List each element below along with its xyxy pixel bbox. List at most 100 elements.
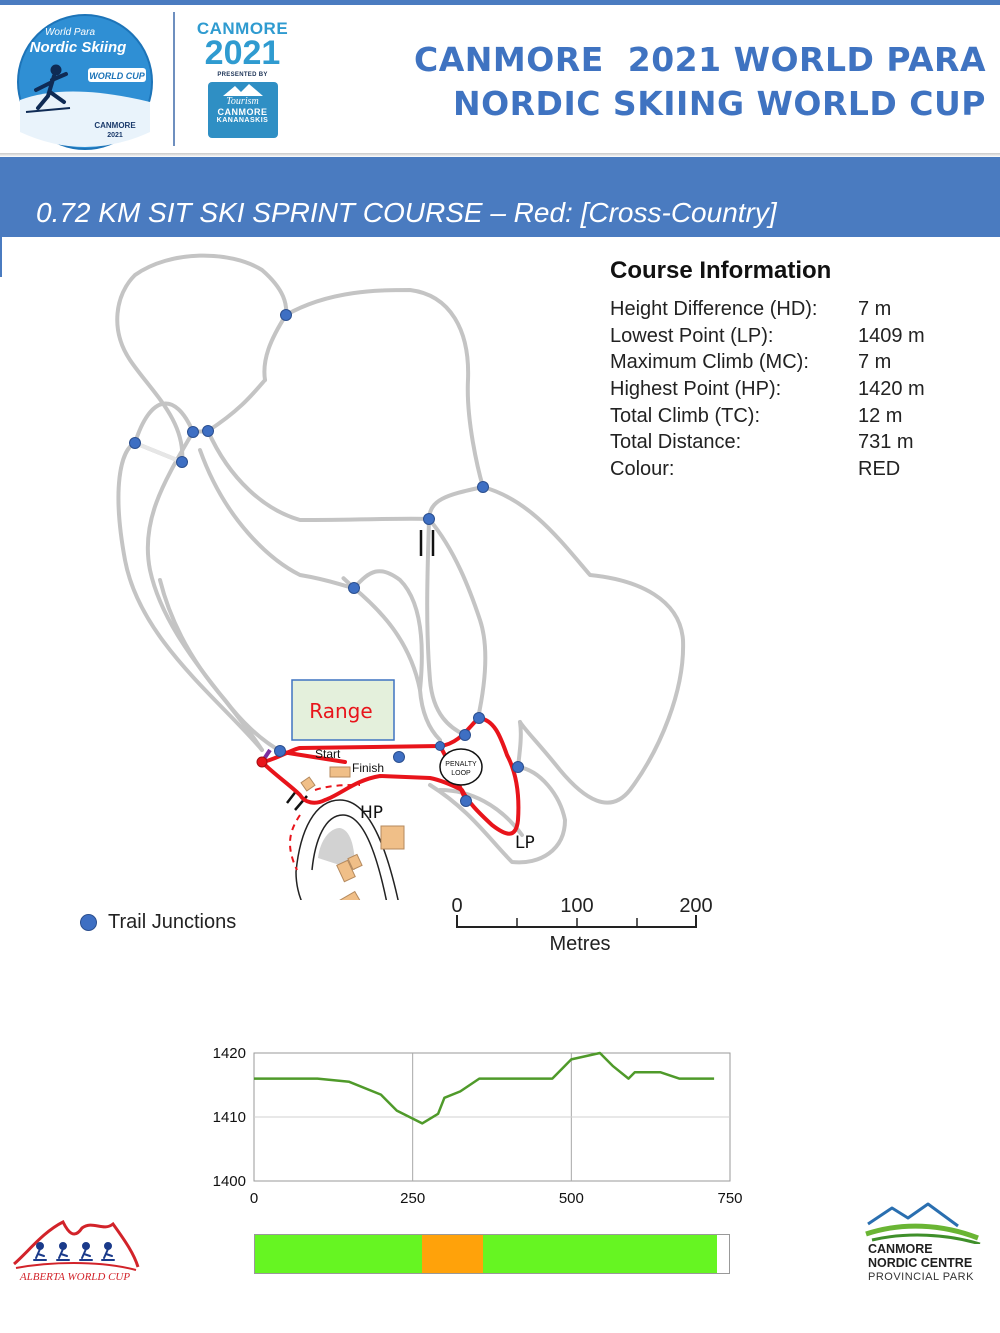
trail-segment: [427, 485, 485, 521]
scale-bar: 0 100 200 Metres: [440, 895, 720, 965]
info-label: Colour:: [610, 458, 675, 481]
page-title-line2: NORDIC SKIING WORLD CUP: [452, 84, 986, 123]
range-box: [291, 679, 395, 741]
grade-bar: [254, 1234, 730, 1274]
skier-icon: [25, 64, 71, 113]
x-tick-label: 250: [400, 1190, 425, 1207]
junction-dot: [477, 481, 489, 493]
road-outline: [295, 799, 399, 900]
low-point-label: LP: [515, 833, 535, 853]
trail-segment: [516, 720, 523, 769]
trail-segment: [115, 253, 289, 464]
mountain-icon: [865, 1202, 981, 1244]
cnc-line3: PROVINCIAL PARK: [868, 1271, 974, 1283]
building: [380, 825, 405, 850]
scale-unit: Metres: [549, 933, 611, 955]
legend-label: Trail Junctions: [108, 911, 237, 933]
grade-segment: [482, 1235, 717, 1273]
stadium-area: [295, 766, 405, 900]
road-outline: [311, 814, 388, 900]
junction-dot: [129, 437, 141, 449]
y-tick-label: 1410: [213, 1109, 246, 1126]
alberta-logo-text: ALBERTA WORLD CUP: [19, 1271, 130, 1282]
course-information: Course Information Height Difference (HD…: [610, 256, 990, 483]
info-value: 7 m: [858, 298, 892, 320]
trail-junctions: [129, 309, 524, 807]
scale-tick-label: 200: [679, 895, 713, 917]
left-edge-rule: [0, 237, 2, 277]
tourism-line1: Tourism: [226, 96, 259, 107]
alberta-world-cup-logo: ALBERTA WORLD CUP: [13, 1219, 140, 1282]
info-row-height-difference: Height Difference (HD): 7 m: [610, 296, 990, 323]
header-shadow: [0, 153, 1000, 157]
x-tick-label: 500: [559, 1190, 584, 1207]
course-map: Range PENALTY LOOP Start Finish HP LP: [115, 253, 686, 900]
elevation-series-line: [254, 1051, 715, 1125]
penalty-loop: [439, 748, 483, 786]
y-tick-label: 1400: [213, 1173, 246, 1190]
junction-dot: [202, 425, 214, 437]
trail-segment: [352, 586, 442, 742]
trail-segment: [262, 313, 288, 382]
trail-segment: [427, 517, 488, 720]
trail-segment: [284, 288, 485, 489]
trail-segment: [158, 578, 284, 754]
junction-dot: [187, 426, 199, 438]
world-para-nordic-skiing-logo: World Para Nordic Skiing WORLD CUP CANMO…: [17, 14, 153, 150]
junction-dot: [256, 756, 268, 768]
event-logo-line3: WORLD CUP: [89, 71, 145, 81]
red-connector: [289, 814, 301, 871]
x-tick-label: 750: [717, 1190, 742, 1207]
info-row-highest-point: Highest Point (HP): 1420 m: [610, 376, 990, 403]
junction-dot: [423, 513, 435, 525]
course-title: 0.72 KM SIT SKI SPRINT COURSE – Red: [Cr…: [36, 197, 777, 228]
building: [338, 890, 364, 900]
info-label: Highest Point (HP):: [610, 378, 782, 401]
junction-dot: [176, 456, 188, 468]
info-row-maximum-climb: Maximum Climb (MC): 7 m: [610, 349, 990, 376]
canmore-nordic-centre-logo: CANMORE NORDIC CENTRE PROVINCIAL PARK: [862, 1200, 992, 1290]
info-label: Lowest Point (LP):: [610, 324, 774, 347]
trail-segment: [116, 401, 264, 752]
parking-area: [318, 828, 355, 870]
trail-segment: [352, 569, 424, 692]
info-label: Total Climb (TC):: [610, 404, 761, 427]
scale-bar-line: [456, 915, 697, 928]
event-logo-line5: 2021: [107, 132, 123, 139]
canmore-word: CANMORE: [196, 19, 289, 38]
trail-segment: [206, 378, 267, 433]
trail-segment: [425, 517, 467, 737]
junction-dot: [280, 309, 292, 321]
canmore-year: 2021: [204, 34, 281, 72]
cnc-line2: NORDIC CENTRE: [868, 1256, 973, 1270]
trail-segment: [438, 788, 524, 837]
trail-segment: [428, 765, 567, 865]
penalty-loop-label-1: PENALTY: [445, 761, 477, 768]
junction-dot: [512, 761, 524, 773]
junction-dot: [459, 729, 471, 741]
top-rule: [0, 0, 1000, 5]
trail-segment: [198, 448, 356, 590]
info-value: 12 m: [858, 404, 903, 427]
penalty-loop-label-2: LOOP: [451, 770, 471, 777]
presented-by: PRESENTED BY: [217, 72, 268, 78]
trail-network: [115, 253, 686, 865]
range-label: Range: [309, 699, 372, 723]
cnc-line1: CANMORE: [868, 1242, 933, 1256]
info-row-lowest-point: Lowest Point (LP): 1409 m: [610, 323, 990, 350]
skier-icons: [33, 1242, 115, 1261]
info-value: 7 m: [858, 351, 892, 374]
trail-segment: [481, 485, 686, 805]
course-information-heading: Course Information: [610, 257, 832, 284]
info-label: Maximum Climb (MC):: [610, 351, 809, 374]
page-title-line1: CANMORE 2021 WORLD PARA: [414, 40, 986, 79]
junction-dot: [274, 745, 286, 757]
y-tick-label: 1420: [213, 1045, 246, 1062]
high-point-label: HP: [360, 803, 383, 823]
info-value: RED: [858, 458, 901, 481]
canmore-2021-logo: CANMORE 2021 PRESENTED BY Tourism CANMOR…: [190, 20, 295, 146]
tourism-canmore-kananaskis-badge: Tourism CANMORE KANANASKIS: [207, 82, 278, 138]
info-row-total-climb: Total Climb (TC): 12 m: [610, 403, 990, 430]
